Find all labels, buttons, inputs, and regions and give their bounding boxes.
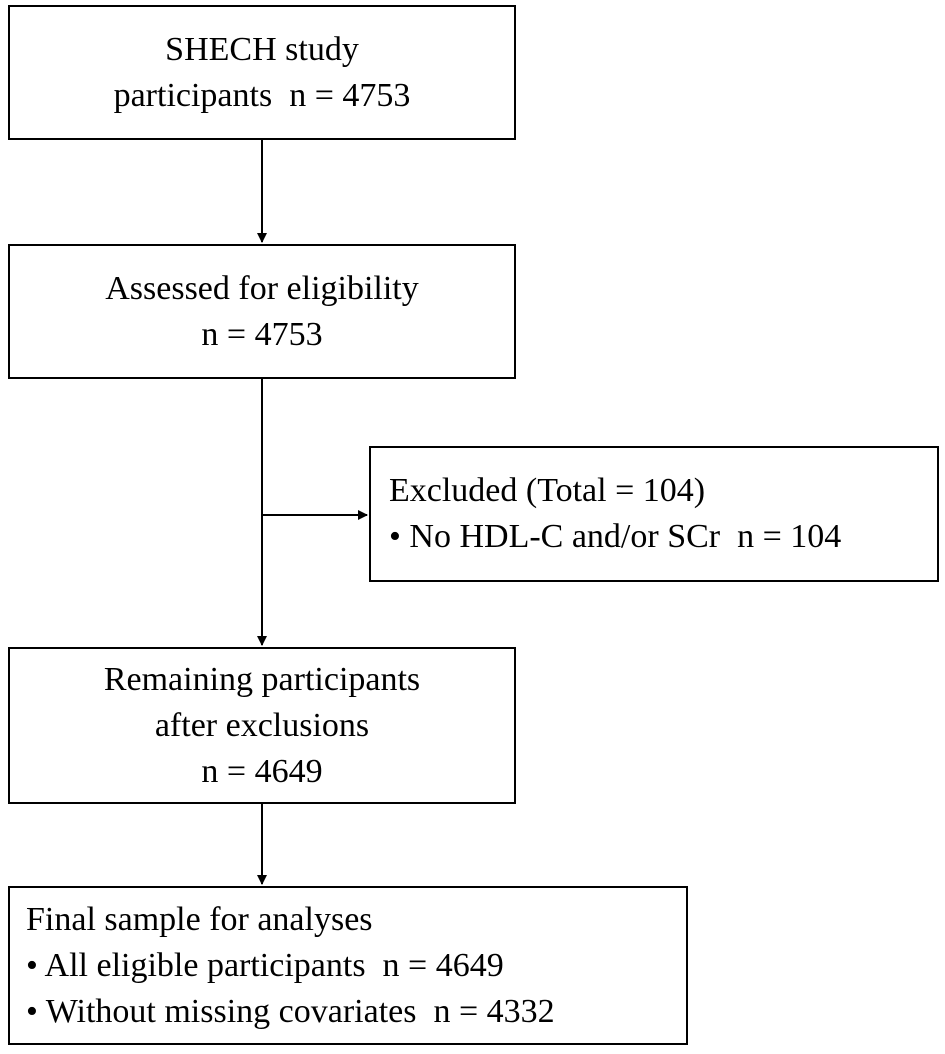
box-final-item-1: All eligible participants n = 4649 [44, 946, 504, 984]
bullet-symbol: • [26, 946, 38, 984]
box-final-sample: Final sample for analyses • All eligible… [8, 886, 688, 1045]
bullet-symbol: • [389, 518, 401, 555]
bullet-symbol: • [26, 992, 38, 1030]
list-item: • All eligible participants n = 4649 [26, 943, 504, 989]
box-remaining-line-3: n = 4649 [201, 752, 323, 790]
box-study-line-2: participants n = 4753 [113, 76, 411, 114]
box-excluded-item-1: No HDL-C and/or SCr n = 104 [409, 518, 842, 555]
list-item: • Without missing covariates n = 4332 [26, 989, 555, 1035]
box-remaining-participants: Remaining participants after exclusions … [8, 647, 516, 804]
box-assessed-eligibility: Assessed for eligibility n = 4753 [8, 244, 516, 379]
box-final-item-2: Without missing covariates n = 4332 [45, 992, 555, 1030]
box-study-line-1: SHECH study [165, 30, 359, 68]
box-excluded: Excluded (Total = 104) • No HDL-C and/or… [369, 446, 939, 582]
box-remaining-line-1: Remaining participants [103, 660, 421, 698]
box-remaining-line-2: after exclusions [154, 706, 370, 744]
box-assessed-line-1: Assessed for eligibility [105, 269, 419, 307]
box-assessed-line-2: n = 4753 [201, 315, 323, 353]
list-item: • No HDL-C and/or SCr n = 104 [389, 514, 841, 560]
box-final-title: Final sample for analyses [26, 900, 373, 938]
box-excluded-title: Excluded (Total = 104) [389, 472, 706, 509]
box-study-participants: SHECH study participants n = 4753 [8, 5, 516, 140]
